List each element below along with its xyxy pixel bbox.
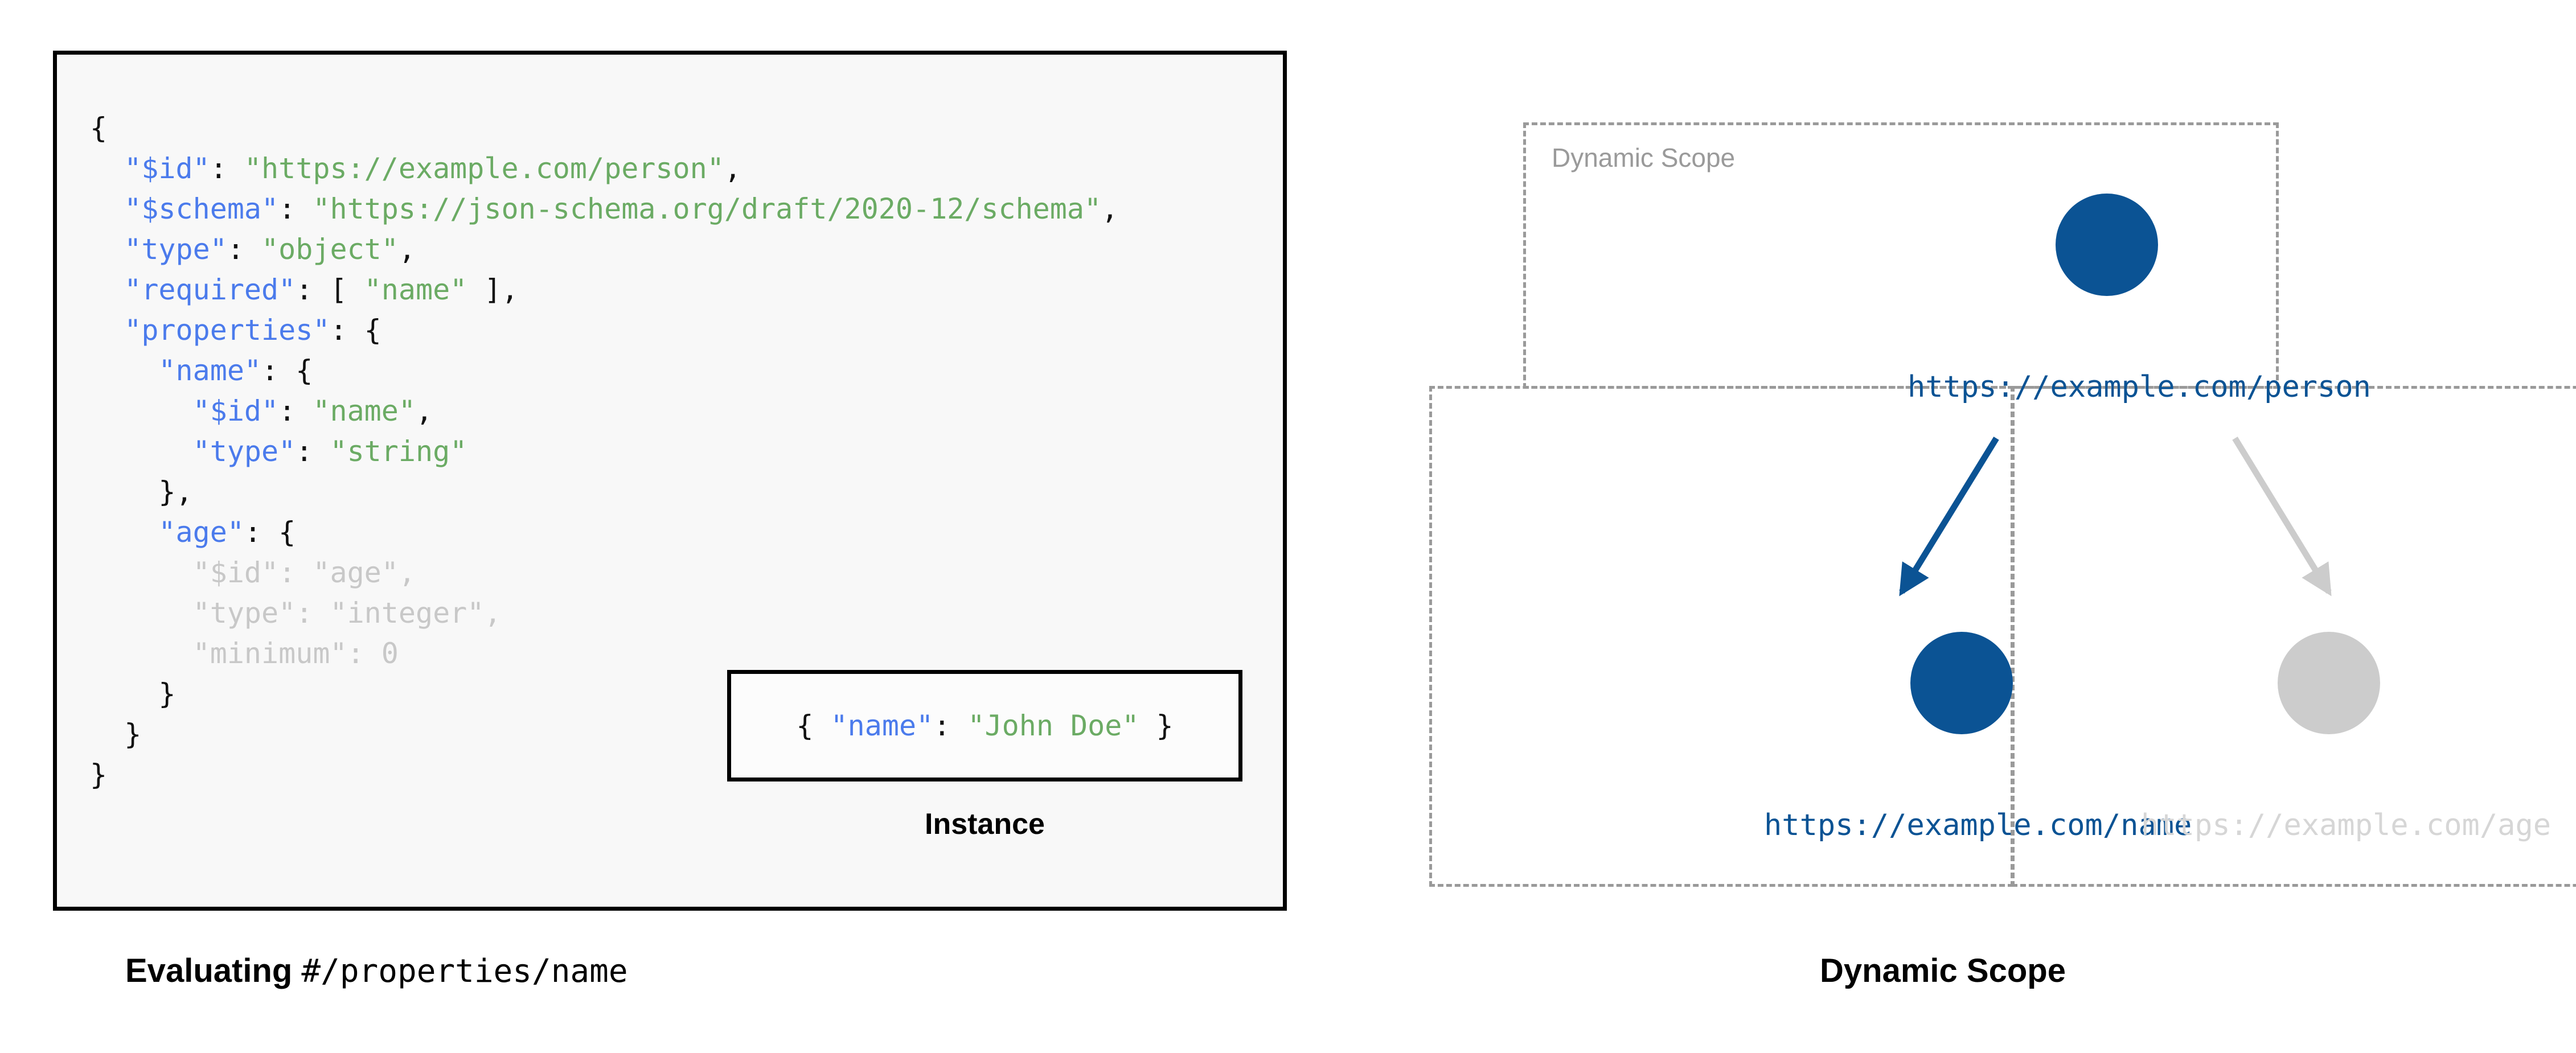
dynamic-scope-caption: Dynamic Scope	[1820, 952, 2066, 989]
code-token-punct	[90, 152, 124, 185]
code-token-punct: ,	[1101, 192, 1119, 225]
code-line: {	[90, 108, 1118, 149]
code-token-dim: "age"	[313, 556, 399, 589]
code-token-punct: ,	[398, 233, 416, 266]
code-line: "required": [ "name" ],	[90, 270, 1118, 310]
code-token-punct: }	[90, 718, 142, 751]
code-token-punct: }	[1139, 709, 1174, 742]
code-token-punct: :	[278, 192, 313, 225]
code-line: },	[90, 472, 1118, 512]
node-circle-age	[2278, 632, 2380, 734]
code-token-dim: 0	[381, 637, 399, 670]
code-token-str: "name"	[313, 394, 416, 427]
code-token-key: "name"	[830, 709, 934, 742]
evaluating-caption-pointer: #/properties/name	[301, 953, 628, 990]
code-token-punct: }	[90, 758, 108, 791]
code-token-key: "type"	[124, 233, 227, 266]
node-label-name: https://example.com/name	[1764, 808, 2192, 842]
code-token-punct: {	[796, 709, 831, 742]
code-line: "type": "string"	[90, 431, 1118, 472]
code-token-key: "$id"	[124, 152, 210, 185]
code-token-punct: :	[227, 233, 262, 266]
code-token-punct: }	[90, 677, 176, 710]
code-token-punct	[90, 192, 124, 225]
code-token-str: "John Doe"	[967, 709, 1139, 742]
node-circle-person[interactable]	[2056, 194, 2158, 296]
code-line: }	[90, 755, 1118, 795]
code-token-key: "required"	[124, 273, 296, 306]
code-token-dim: :	[347, 637, 382, 670]
code-line: "properties": {	[90, 310, 1118, 351]
code-line: }	[90, 714, 1118, 755]
code-token-str: "https://json-schema.org/draft/2020-12/s…	[313, 192, 1102, 225]
code-line: "$schema": "https://json-schema.org/draf…	[90, 189, 1118, 229]
code-token-key: "type"	[192, 435, 296, 468]
instance-box: { "name": "John Doe" }	[727, 670, 1242, 781]
code-line: "type": "object",	[90, 229, 1118, 270]
node-circle-name[interactable]	[1910, 632, 2013, 734]
code-token-punct	[90, 556, 193, 589]
code-token-punct	[90, 516, 158, 549]
code-token-punct	[90, 394, 193, 427]
code-line: "type": "integer",	[90, 593, 1118, 634]
code-token-key: "properties"	[124, 314, 330, 347]
schema-code-box: { "$id": "https://example.com/person", "…	[53, 51, 1287, 911]
code-line: }	[90, 674, 1118, 714]
code-token-punct	[90, 435, 193, 468]
evaluating-caption-bold: Evaluating	[125, 952, 302, 989]
code-line: "$id": "https://example.com/person",	[90, 149, 1118, 189]
code-token-punct: ,	[724, 152, 741, 185]
code-token-punct	[90, 597, 193, 630]
code-token-punct	[90, 637, 193, 670]
dynamic-scope-panel: Dynamic Scope https://example.com/person…	[1310, 0, 2576, 1053]
code-token-dim: :	[278, 556, 313, 589]
code-token-key: "$schema"	[124, 192, 279, 225]
code-token-key: "$id"	[192, 394, 279, 427]
code-line: "$id": "name",	[90, 391, 1118, 431]
code-line: "name": {	[90, 351, 1118, 391]
code-token-punct: : [	[296, 273, 364, 306]
code-token-punct: :	[210, 152, 244, 185]
code-token-punct: : {	[261, 354, 313, 387]
instance-caption: Instance	[925, 808, 1045, 841]
code-token-punct	[90, 354, 158, 387]
node-label-person: https://example.com/person	[1908, 370, 2371, 404]
scope-inner-label: Dynamic Scope	[1552, 143, 1736, 172]
code-token-punct: : {	[244, 516, 296, 549]
code-token-dim: "minimum"	[192, 637, 347, 670]
code-token-str: "https://example.com/person"	[244, 152, 724, 185]
code-token-key: "name"	[158, 354, 262, 387]
code-token-dim: "$id"	[192, 556, 279, 589]
code-line: "age": {	[90, 512, 1118, 553]
code-token-punct: {	[90, 112, 108, 145]
code-token-punct: :	[296, 435, 330, 468]
code-token-punct: ],	[467, 273, 519, 306]
code-token-punct: :	[278, 394, 313, 427]
node-label-age: https://example.com/age	[2141, 808, 2552, 842]
scope-box-age	[2012, 386, 2576, 887]
code-line: "$id": "age",	[90, 553, 1118, 593]
evaluating-caption: Evaluating #/properties/name	[125, 952, 628, 990]
code-token-punct: :	[933, 709, 968, 742]
code-token-dim: ,	[398, 556, 416, 589]
code-token-str: "object"	[261, 233, 399, 266]
code-token-key: "age"	[158, 516, 244, 549]
schema-panel: { "$id": "https://example.com/person", "…	[53, 51, 1287, 990]
code-token-dim: "integer"	[330, 597, 485, 630]
code-token-str: "name"	[364, 273, 467, 306]
code-token-str: "string"	[330, 435, 467, 468]
code-token-punct	[90, 273, 124, 306]
schema-code-text: { "$id": "https://example.com/person", "…	[90, 108, 1118, 795]
code-token-punct: ,	[415, 394, 433, 427]
code-token-punct: },	[90, 475, 193, 508]
code-token-punct: : {	[330, 314, 382, 347]
code-token-dim: :	[296, 597, 330, 630]
code-line: "minimum": 0	[90, 634, 1118, 674]
code-token-dim: ,	[484, 597, 502, 630]
instance-code-text: { "name": "John Doe" }	[796, 709, 1173, 742]
code-token-punct	[90, 314, 124, 347]
code-token-punct	[90, 233, 124, 266]
code-token-dim: "type"	[192, 597, 296, 630]
